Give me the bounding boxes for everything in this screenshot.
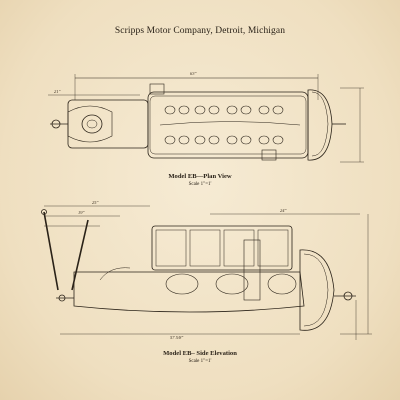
dim-plan-left: 21" [54, 89, 61, 94]
sheet-title: Scripps Motor Company, Detroit, Michigan [114, 26, 286, 36]
side-view-scale: Scale 1"=1' [188, 359, 212, 364]
side-view-caption: Model EB– Side Elevation [163, 350, 237, 357]
plan-view-drawing [48, 74, 364, 163]
plan-view-scale: Scale 1"=1' [188, 182, 212, 187]
plan-view-caption: Model EB—Plan View [168, 173, 232, 180]
dim-side-top-a: 25" [92, 200, 99, 205]
dim-side-mid: 24" [280, 208, 287, 213]
dim-overall-length-side: 57 5/8" [170, 335, 184, 340]
dim-side-top-b: 19" [78, 210, 85, 215]
side-elevation-drawing [41, 205, 372, 340]
dim-overall-length-plan: 63" [190, 71, 197, 76]
